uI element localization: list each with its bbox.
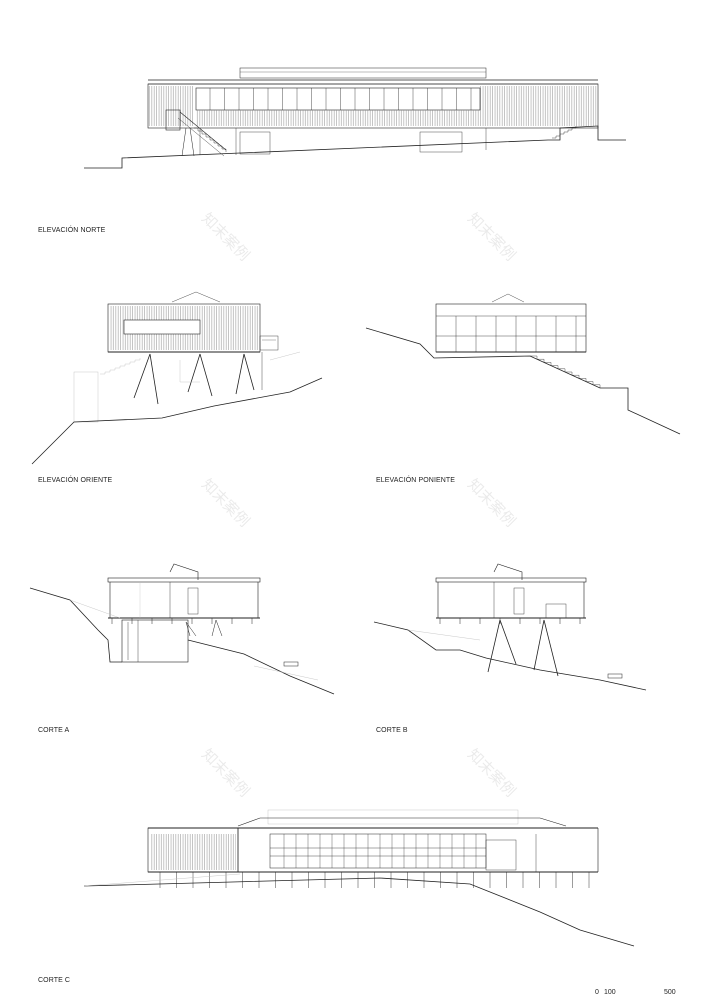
north-elevation-drawing (84, 67, 626, 169)
section-b-label: CORTE B (376, 727, 408, 734)
section-a-label: CORTE A (38, 727, 70, 734)
section-c-label: CORTE C (38, 977, 71, 984)
section-a-drawing (29, 563, 335, 695)
scale-mid: 100 (604, 989, 616, 996)
east-elevation-label: ELEVACIÓN ORIENTE (38, 477, 113, 484)
scale-end: 500 (664, 989, 676, 996)
north-elevation-label: ELEVACIÓN NORTE (38, 227, 106, 234)
west-elevation-drawing (365, 293, 681, 435)
west-elevation-label: ELEVACIÓN PONIENTE (376, 477, 456, 484)
scale-zero: 0 (595, 989, 599, 996)
section-c-drawing (83, 809, 635, 947)
section-b-drawing (373, 563, 647, 691)
east-elevation-drawing (31, 291, 323, 465)
